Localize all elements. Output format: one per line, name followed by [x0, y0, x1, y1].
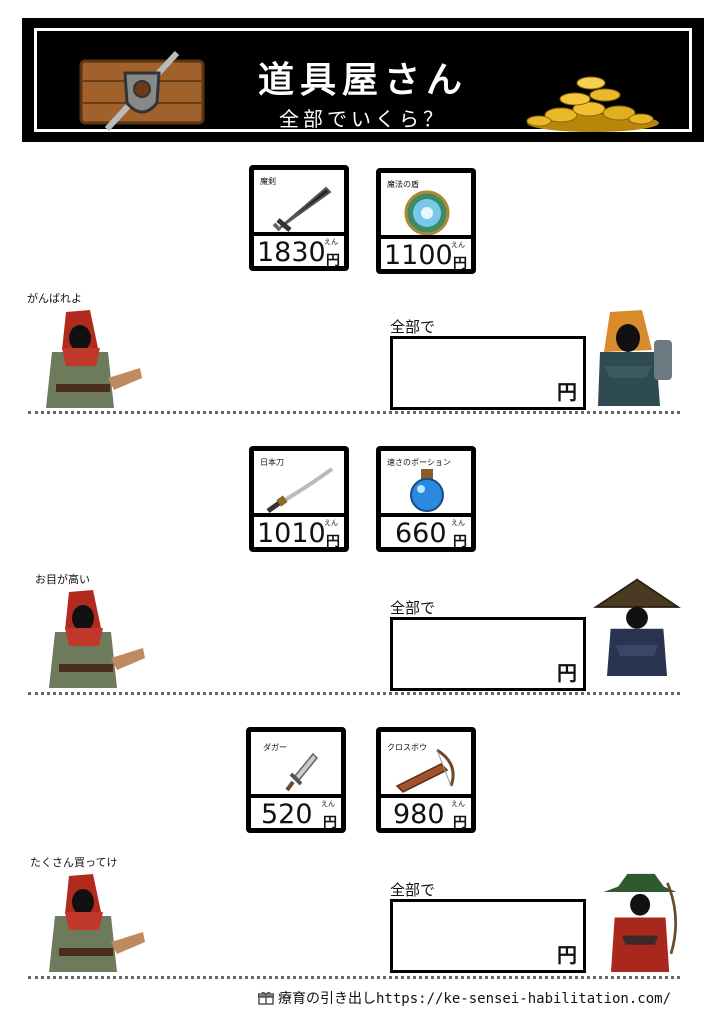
- katana-icon: [266, 467, 334, 513]
- item-name: ダガー: [263, 743, 287, 752]
- section-divider: [28, 976, 680, 979]
- shopkeeper-icon: [49, 874, 145, 972]
- item-price: 980: [393, 799, 445, 830]
- item-unit: 円: [453, 815, 467, 831]
- item-card-5: ダガー 520 えん 円: [246, 727, 346, 833]
- item-name: 魔剣: [260, 177, 276, 186]
- shopkeeper-icon: [46, 310, 142, 408]
- section-divider: [28, 411, 680, 414]
- total-label: 全部で: [390, 599, 436, 617]
- dark-sword-icon: [272, 186, 332, 232]
- card-divider: [381, 235, 471, 239]
- shopkeeper-speech: がんばれよ: [27, 292, 82, 305]
- shopkeeper-speech: たくさん買ってけ: [30, 856, 118, 869]
- card-divider: [381, 794, 471, 798]
- ninja-straw-hat-icon: [593, 578, 681, 676]
- answer-box[interactable]: 円: [390, 336, 586, 410]
- item-card-2: 魔法の盾 1100 えん 円: [376, 168, 476, 274]
- hooded-adventurer-icon: [598, 310, 672, 406]
- header-banner: 道具屋さん 全部でいくら？: [22, 18, 704, 142]
- answer-unit: 円: [557, 661, 577, 685]
- ranger-green-hat-icon: [603, 873, 678, 972]
- item-unit: 円: [453, 534, 467, 550]
- unit-reading: えん: [324, 238, 338, 246]
- gold-coins-icon: [526, 76, 659, 132]
- shopkeeper-speech: お目が高い: [35, 573, 90, 586]
- item-card-3: 日本刀 1010 えん 円: [249, 446, 349, 552]
- item-unit: 円: [326, 253, 340, 269]
- wooden-sign-shield-icon: [79, 51, 205, 131]
- unit-reading: えん: [451, 241, 465, 249]
- card-divider: [381, 513, 471, 517]
- item-card-4: 速さのポーション 660 えん 円: [376, 446, 476, 552]
- total-label: 全部で: [390, 881, 436, 899]
- card-divider: [254, 513, 344, 517]
- crossbow-icon: [395, 748, 455, 793]
- answer-box[interactable]: 円: [390, 617, 586, 691]
- total-label: 全部で: [390, 318, 436, 336]
- page-subtitle: 全部でいくら？: [279, 107, 447, 131]
- answer-box[interactable]: 円: [390, 899, 586, 973]
- answer-unit: 円: [557, 380, 577, 404]
- answer-unit: 円: [557, 943, 577, 967]
- section-divider: [28, 692, 680, 695]
- footer-credit[interactable]: 療育の引き出しhttps://ke-sensei-habilitation.co…: [257, 988, 672, 1008]
- item-price: 1010: [257, 518, 326, 549]
- item-price: 660: [395, 518, 447, 549]
- item-price: 1100: [384, 240, 453, 271]
- footer-text: 療育の引き出しhttps://ke-sensei-habilitation.co…: [278, 991, 672, 1007]
- item-card-6: クロスボウ 980 えん 円: [376, 727, 476, 833]
- item-price: 1830: [257, 237, 326, 268]
- item-name: 速さのポーション: [387, 458, 451, 467]
- unit-reading: えん: [321, 800, 335, 808]
- item-name: クロスボウ: [387, 743, 427, 752]
- item-name: 魔法の盾: [387, 180, 419, 189]
- potion-icon: [410, 469, 444, 512]
- item-unit: 円: [326, 534, 340, 550]
- unit-reading: えん: [451, 519, 465, 527]
- page-title: 道具屋さん: [257, 60, 468, 101]
- dagger-icon: [285, 752, 319, 792]
- magic-shield-icon: [404, 190, 450, 235]
- card-divider: [251, 794, 341, 798]
- card-divider: [254, 232, 344, 236]
- item-name: 日本刀: [260, 458, 284, 467]
- unit-reading: えん: [451, 800, 465, 808]
- header-frame: 道具屋さん 全部でいくら？: [34, 28, 692, 132]
- item-unit: 円: [323, 815, 337, 831]
- gift-icon: [257, 991, 275, 1005]
- item-card-1: 魔剣 1830 えん 円: [249, 165, 349, 271]
- shopkeeper-icon: [49, 590, 145, 688]
- item-unit: 円: [453, 256, 467, 272]
- unit-reading: えん: [324, 519, 338, 527]
- item-price: 520: [261, 799, 313, 830]
